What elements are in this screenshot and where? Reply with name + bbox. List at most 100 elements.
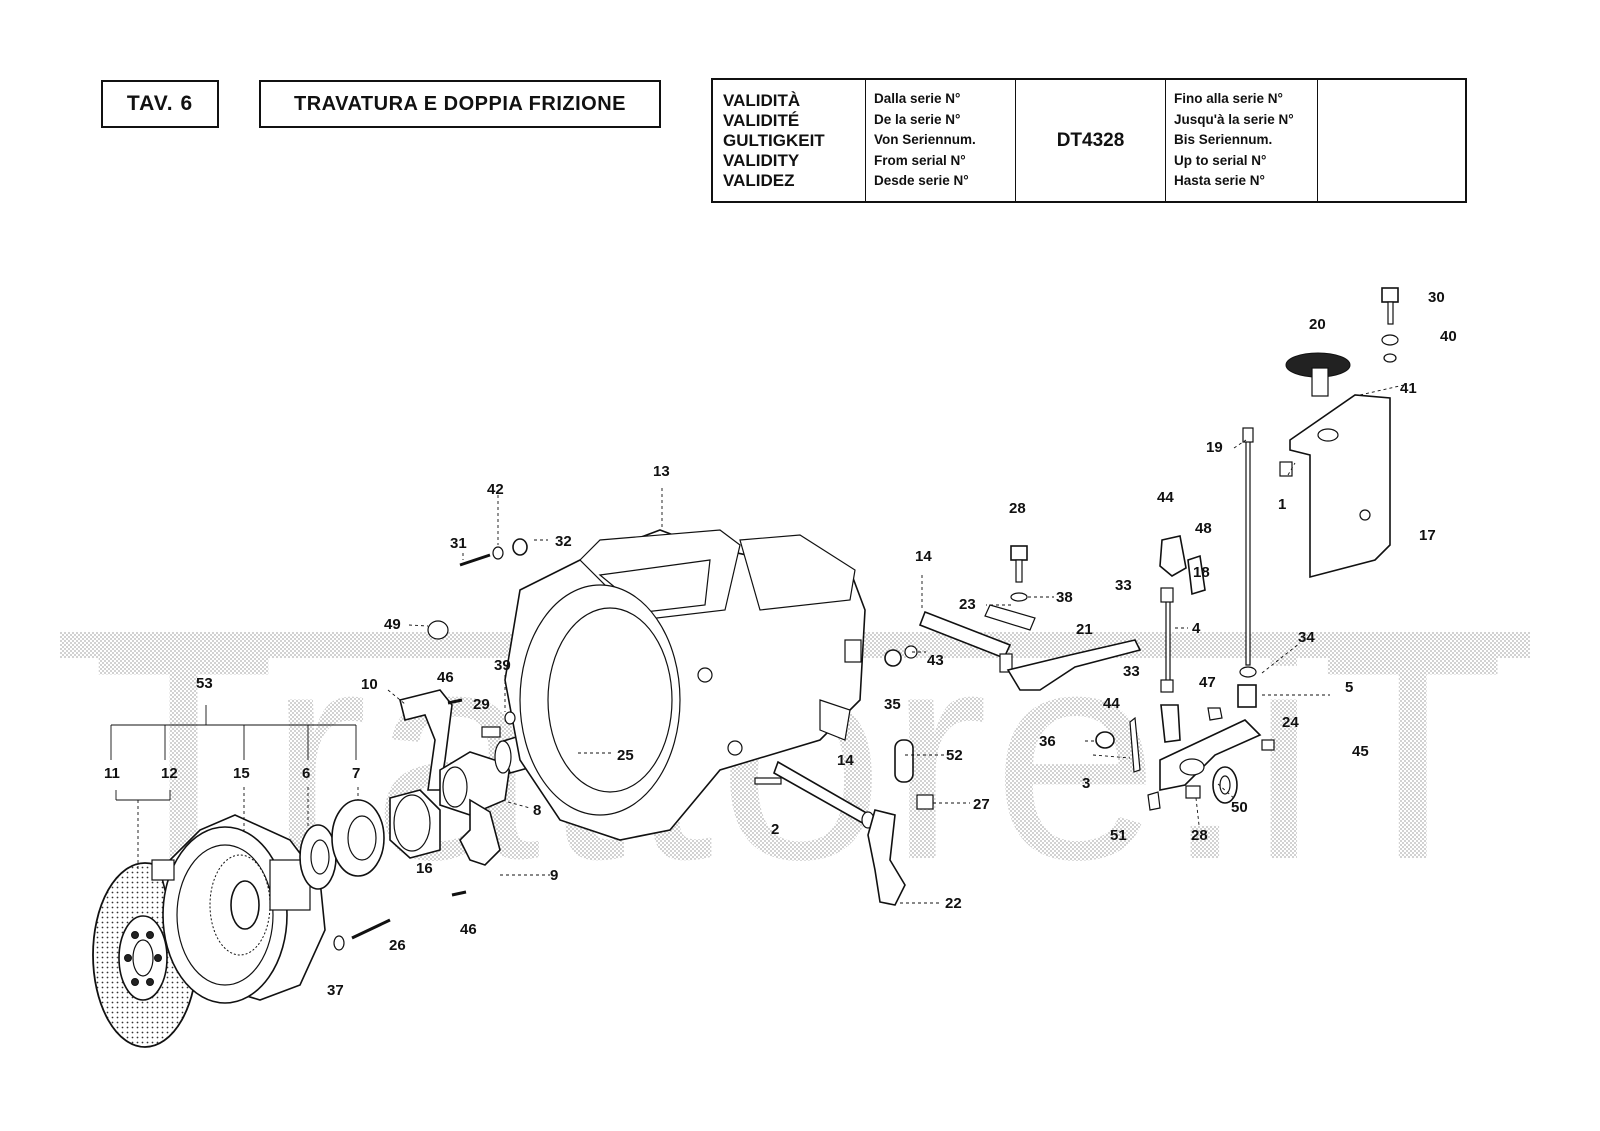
callout-30: 30 [1428,289,1445,306]
washer-41 [1383,353,1397,363]
pin-46-top [447,698,463,705]
callout-35: 35 [884,696,901,713]
callout-20: 20 [1309,316,1326,333]
from-serial-de: Von Seriennum. [874,132,976,148]
callout-10: 10 [361,676,378,693]
model-code: DT4328 [1056,129,1125,151]
to-serial-fr: Jusqu'à la serie N° [1174,111,1294,127]
spring-3 [1129,716,1141,773]
pressure-plate-assembly [151,814,326,1004]
plate-number: TAV. 6 [101,80,219,128]
callout-5: 5 [1345,679,1353,696]
plate-23 [984,604,1036,631]
from-serial-it: Dalla serie N° [874,91,961,107]
washer-43 [904,645,918,659]
bearing-6 [299,824,337,890]
callout-16: 16 [416,860,433,877]
nut-32 [512,538,528,556]
validity-label-it: VALIDITÀ [723,90,801,110]
callout-34: 34 [1298,629,1315,646]
callout-42: 42 [487,481,504,498]
callout-46-top: 46 [437,669,454,686]
from-serial-es: Desde serie N° [874,173,969,189]
validity-label-en: VALIDITY [723,150,800,170]
to-serial-de: Bis Seriennum. [1174,132,1273,148]
shaft-14-upper [918,610,1013,673]
bolt-27 [916,794,934,810]
link-52 [894,739,914,783]
callout-40: 40 [1440,328,1457,345]
rod-19 [1237,427,1257,708]
washer-37 [333,935,345,951]
callout-17: 17 [1419,527,1436,544]
pin-46-bottom [451,890,467,897]
callout-46-bottom: 46 [460,921,477,938]
pin-2 [754,777,782,785]
pin-47 [1207,707,1223,721]
callout-45: 45 [1352,743,1369,760]
washer-42 [492,546,504,560]
stud-31 [459,553,491,567]
callout-50: 50 [1231,799,1248,816]
bolt-29 [481,726,501,738]
validity-label-es: VALIDEZ [723,170,795,190]
validity-label-fr: VALIDITÉ [723,110,800,130]
callout-3: 3 [1082,775,1090,792]
callout-21: 21 [1076,621,1093,638]
from-serial-en: From serial N° [874,152,966,168]
callout-labels: 1 2 3 4 5 6 7 8 9 10 11 12 13 14 14 15 1… [104,289,1457,999]
plate-title: TRAVATURA E DOPPIA FRIZIONE [259,80,661,128]
callout-14-lower: 14 [837,752,854,769]
bolt-45 [1261,739,1275,751]
screw-30 [1381,287,1399,325]
callout-2: 2 [771,821,779,838]
washer-39 [504,711,516,725]
model-cell: DT4328 [1016,80,1166,201]
callout-24: 24 [1282,714,1299,731]
callout-36: 36 [1039,733,1056,750]
clevis-48 [1187,554,1206,596]
callout-27: 27 [973,796,990,813]
from-serial-labels: Dalla serie N° De la serie N° Von Serien… [866,80,1016,201]
nut-35 [884,649,902,667]
callout-53: 53 [196,675,213,692]
clutch-housing-13 [504,529,866,841]
callout-28-lower: 28 [1191,827,1208,844]
callout-12: 12 [161,765,178,782]
callout-32: 32 [555,533,572,550]
to-serial-it: Fino alla serie N° [1174,91,1283,107]
fork-9 [459,798,501,866]
callout-33-top: 33 [1115,577,1132,594]
callout-47: 47 [1199,674,1216,691]
to-serial-en: Up to serial N° [1174,152,1267,168]
callout-9: 9 [550,867,558,884]
callout-22: 22 [945,895,962,912]
bushing-1 [1279,461,1293,477]
nut-36 [1095,731,1115,749]
bolt-28-top [1010,545,1028,602]
callout-15: 15 [233,765,250,782]
bolt-28-lower [1185,785,1201,799]
rod-4 [1160,587,1174,693]
callout-52: 52 [946,747,963,764]
ring-49 [427,620,449,640]
callout-25: 25 [617,747,634,764]
callout-38: 38 [1056,589,1073,606]
callout-11: 11 [104,765,120,782]
validity-table: VALIDITÀ VALIDITÉ GULTIGKEIT VALIDITY VA… [711,78,1467,203]
callout-1: 1 [1278,496,1286,513]
washer-40 [1381,334,1399,346]
callout-7: 7 [352,765,360,782]
callout-23: 23 [959,596,976,613]
validity-label-de: GULTIGKEIT [723,130,825,150]
callout-44-top: 44 [1157,489,1174,506]
callout-44-lower: 44 [1103,695,1120,712]
cover-17 [1279,394,1391,579]
release-fork-10 [399,689,453,791]
clip-51 [1147,791,1161,811]
callout-37: 37 [327,982,344,999]
callout-29: 29 [473,696,490,713]
validity-labels: VALIDITÀ VALIDITÉ GULTIGKEIT VALIDITY VA… [713,80,866,201]
release-sleeve-16 [389,789,441,859]
leader-lines [387,384,1405,904]
